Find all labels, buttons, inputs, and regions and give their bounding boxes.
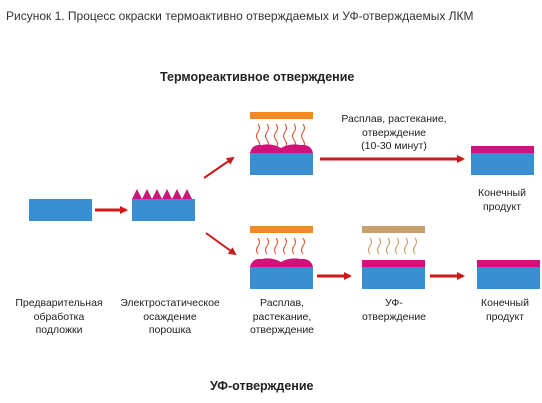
uv-cure-stage [362,226,425,289]
uv-final-product [477,260,540,289]
label-thermal-final-product: Конечный продукт [478,187,526,213]
uv-melt-stage [250,226,313,289]
powder-coated-substrate [132,189,195,221]
label-pretreatment: Предварительная обработка подложки [15,297,103,336]
molten-coating-layer [362,260,425,267]
arrow-to-thermal-branch [203,156,235,179]
melting-powder-layer [250,144,313,153]
cured-coating-layer [471,146,534,153]
substrate-plate [362,267,425,289]
label-thermal-melt-cure: Расплав, растекание, отверждение (10-30 … [341,113,447,152]
substrate-plate [471,153,534,175]
uv-lamp-bar [362,226,425,233]
figure-caption: Рисунок 1. Процесс окраски термоактивно … [6,9,474,23]
thermal-final-product [471,146,534,175]
heater-bar [250,226,313,233]
melting-powder-layer [250,258,313,267]
substrate-plate [477,267,540,289]
cured-coating-layer [477,260,540,267]
substrate-plate [132,199,195,221]
thermal-branch-title: Термореактивное отверждение [160,70,355,84]
heat-waves [255,237,306,255]
label-uv-cure: УФ- отверждение [361,297,427,323]
bare-substrate-plate [29,199,92,221]
label-uv-melt: Расплав, растекание, отверждение [249,297,315,336]
thermal-melt-stage [250,112,313,175]
uv-waves [367,237,418,255]
uv-branch-title: УФ-отверждение [210,379,314,393]
heat-waves [255,123,306,149]
arrow-to-uv-branch [205,232,237,256]
label-electrostatic-deposition: Электростатическое осаждение порошка [120,297,220,336]
label-uv-final-product: Конечный продукт [481,297,529,323]
substrate-plate [250,153,313,175]
powder-particles [132,189,192,199]
heater-bar [250,112,313,119]
substrate-plate [250,267,313,289]
